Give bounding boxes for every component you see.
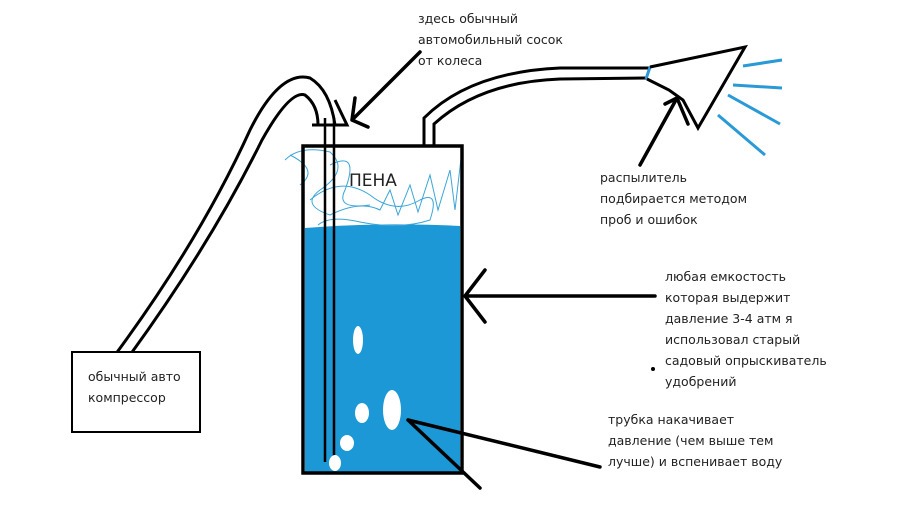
foam-label: ПЕНА xyxy=(349,171,397,191)
label-line: автомобильный сосок xyxy=(418,32,563,47)
tube-label: трубка накачивает давление (чем выше тем… xyxy=(608,409,782,472)
outlet-hose xyxy=(422,66,650,146)
label-line: обычный авто xyxy=(88,369,181,384)
compressor-label: обычный авто компрессор xyxy=(88,366,181,408)
label-line: подбирается методом xyxy=(600,191,747,206)
nozzle xyxy=(646,44,748,132)
container-label: любая емкостость которая выдержит давлен… xyxy=(665,266,827,392)
arrows xyxy=(350,50,690,490)
label-line: садовый опрыскиватель xyxy=(665,353,827,368)
compressor-hose xyxy=(113,75,350,356)
label-line: распылитель xyxy=(600,170,687,185)
label-line: давление (чем выше тем xyxy=(608,433,774,448)
tube-arrow xyxy=(406,418,602,490)
label-line: использовал старый xyxy=(665,332,801,347)
water xyxy=(305,224,460,472)
spray-lines xyxy=(717,58,783,157)
label-line: трубка накачивает xyxy=(608,412,735,427)
nipple-label: здесь обычный автомобильный сосок от кол… xyxy=(418,8,563,71)
sprayer-label: распылитель подбирается методом проб и о… xyxy=(600,167,747,230)
label-line: здесь обычный xyxy=(418,11,518,26)
compressor-box xyxy=(71,351,201,433)
dot xyxy=(651,367,655,371)
bubbles xyxy=(329,326,401,471)
hose-joint xyxy=(644,66,652,80)
sprayer-arrow xyxy=(638,96,690,167)
nipple-arrow xyxy=(350,50,422,129)
label-line: которая выдержит xyxy=(665,290,791,305)
label-line: давление 3-4 атм я xyxy=(665,311,793,326)
label-line: лучше) и вспенивает воду xyxy=(608,454,783,469)
label-line: проб и ошибок xyxy=(600,212,698,227)
tank xyxy=(301,144,464,475)
container-arrow xyxy=(463,268,657,324)
label-line: удобрений xyxy=(665,374,737,389)
label-line: от колеса xyxy=(418,53,483,68)
label-line: любая емкостость xyxy=(665,269,787,284)
inner-tube xyxy=(323,118,336,462)
label-line: компрессор xyxy=(88,390,166,405)
